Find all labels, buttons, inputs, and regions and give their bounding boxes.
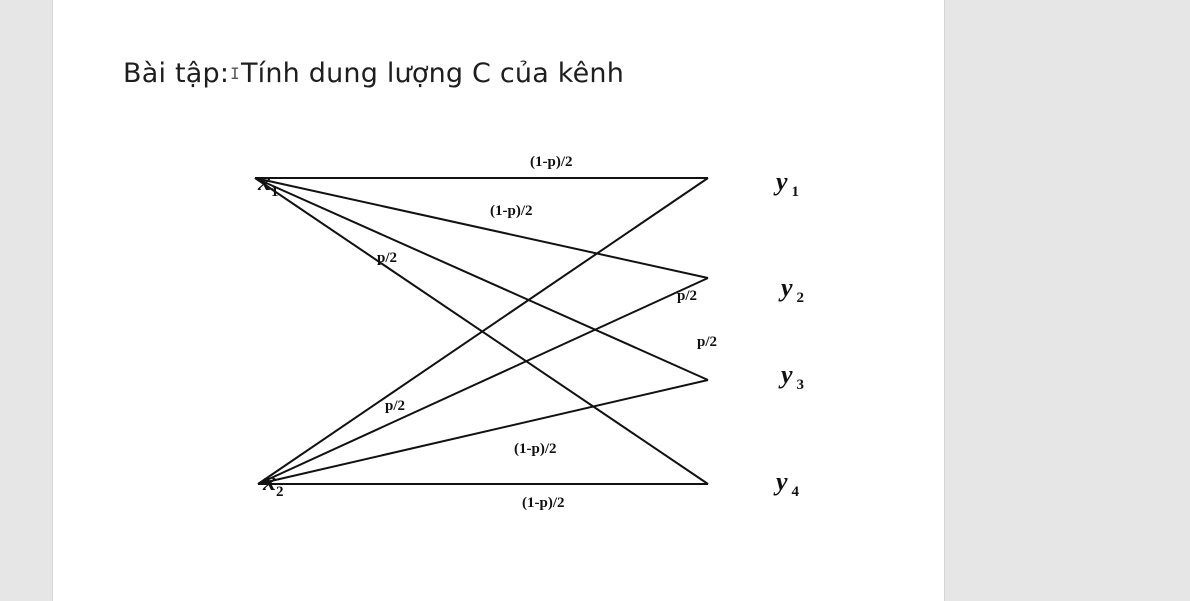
node-x2: x2	[262, 467, 284, 500]
heading-prefix: Bài tập:	[123, 58, 230, 89]
edge-x1-y2	[254, 177, 709, 279]
document-page[interactable]: Bài tập:ITính dung lượng C của kênh x1 x…	[52, 0, 945, 601]
edge-x1-y3	[254, 177, 709, 381]
label-x2-y4: (1-p)/2	[522, 495, 565, 511]
label-x2-y3: (1-p)/2	[514, 441, 557, 457]
node-x1: x1	[257, 167, 279, 200]
edge-x2-y2	[257, 277, 709, 485]
exercise-heading: Bài tập:ITính dung lượng C của kênh	[123, 58, 624, 89]
label-x1-y1: (1-p)/2	[530, 154, 573, 170]
right-margin	[945, 0, 1190, 601]
label-x2-y2: p/2	[677, 288, 697, 304]
edge-x2-y1	[257, 177, 709, 485]
label-x2-y1: p/2	[385, 398, 405, 414]
text-cursor-icon: I	[230, 64, 240, 83]
left-margin	[0, 0, 52, 601]
heading-text: Tính dung lượng C của kênh	[240, 58, 625, 89]
label-x1-y2: (1-p)/2	[490, 203, 533, 219]
label-x1-y4: p/2	[377, 250, 397, 266]
label-x1-y3: p/2	[697, 334, 717, 350]
edge-x2-y3	[257, 379, 709, 485]
